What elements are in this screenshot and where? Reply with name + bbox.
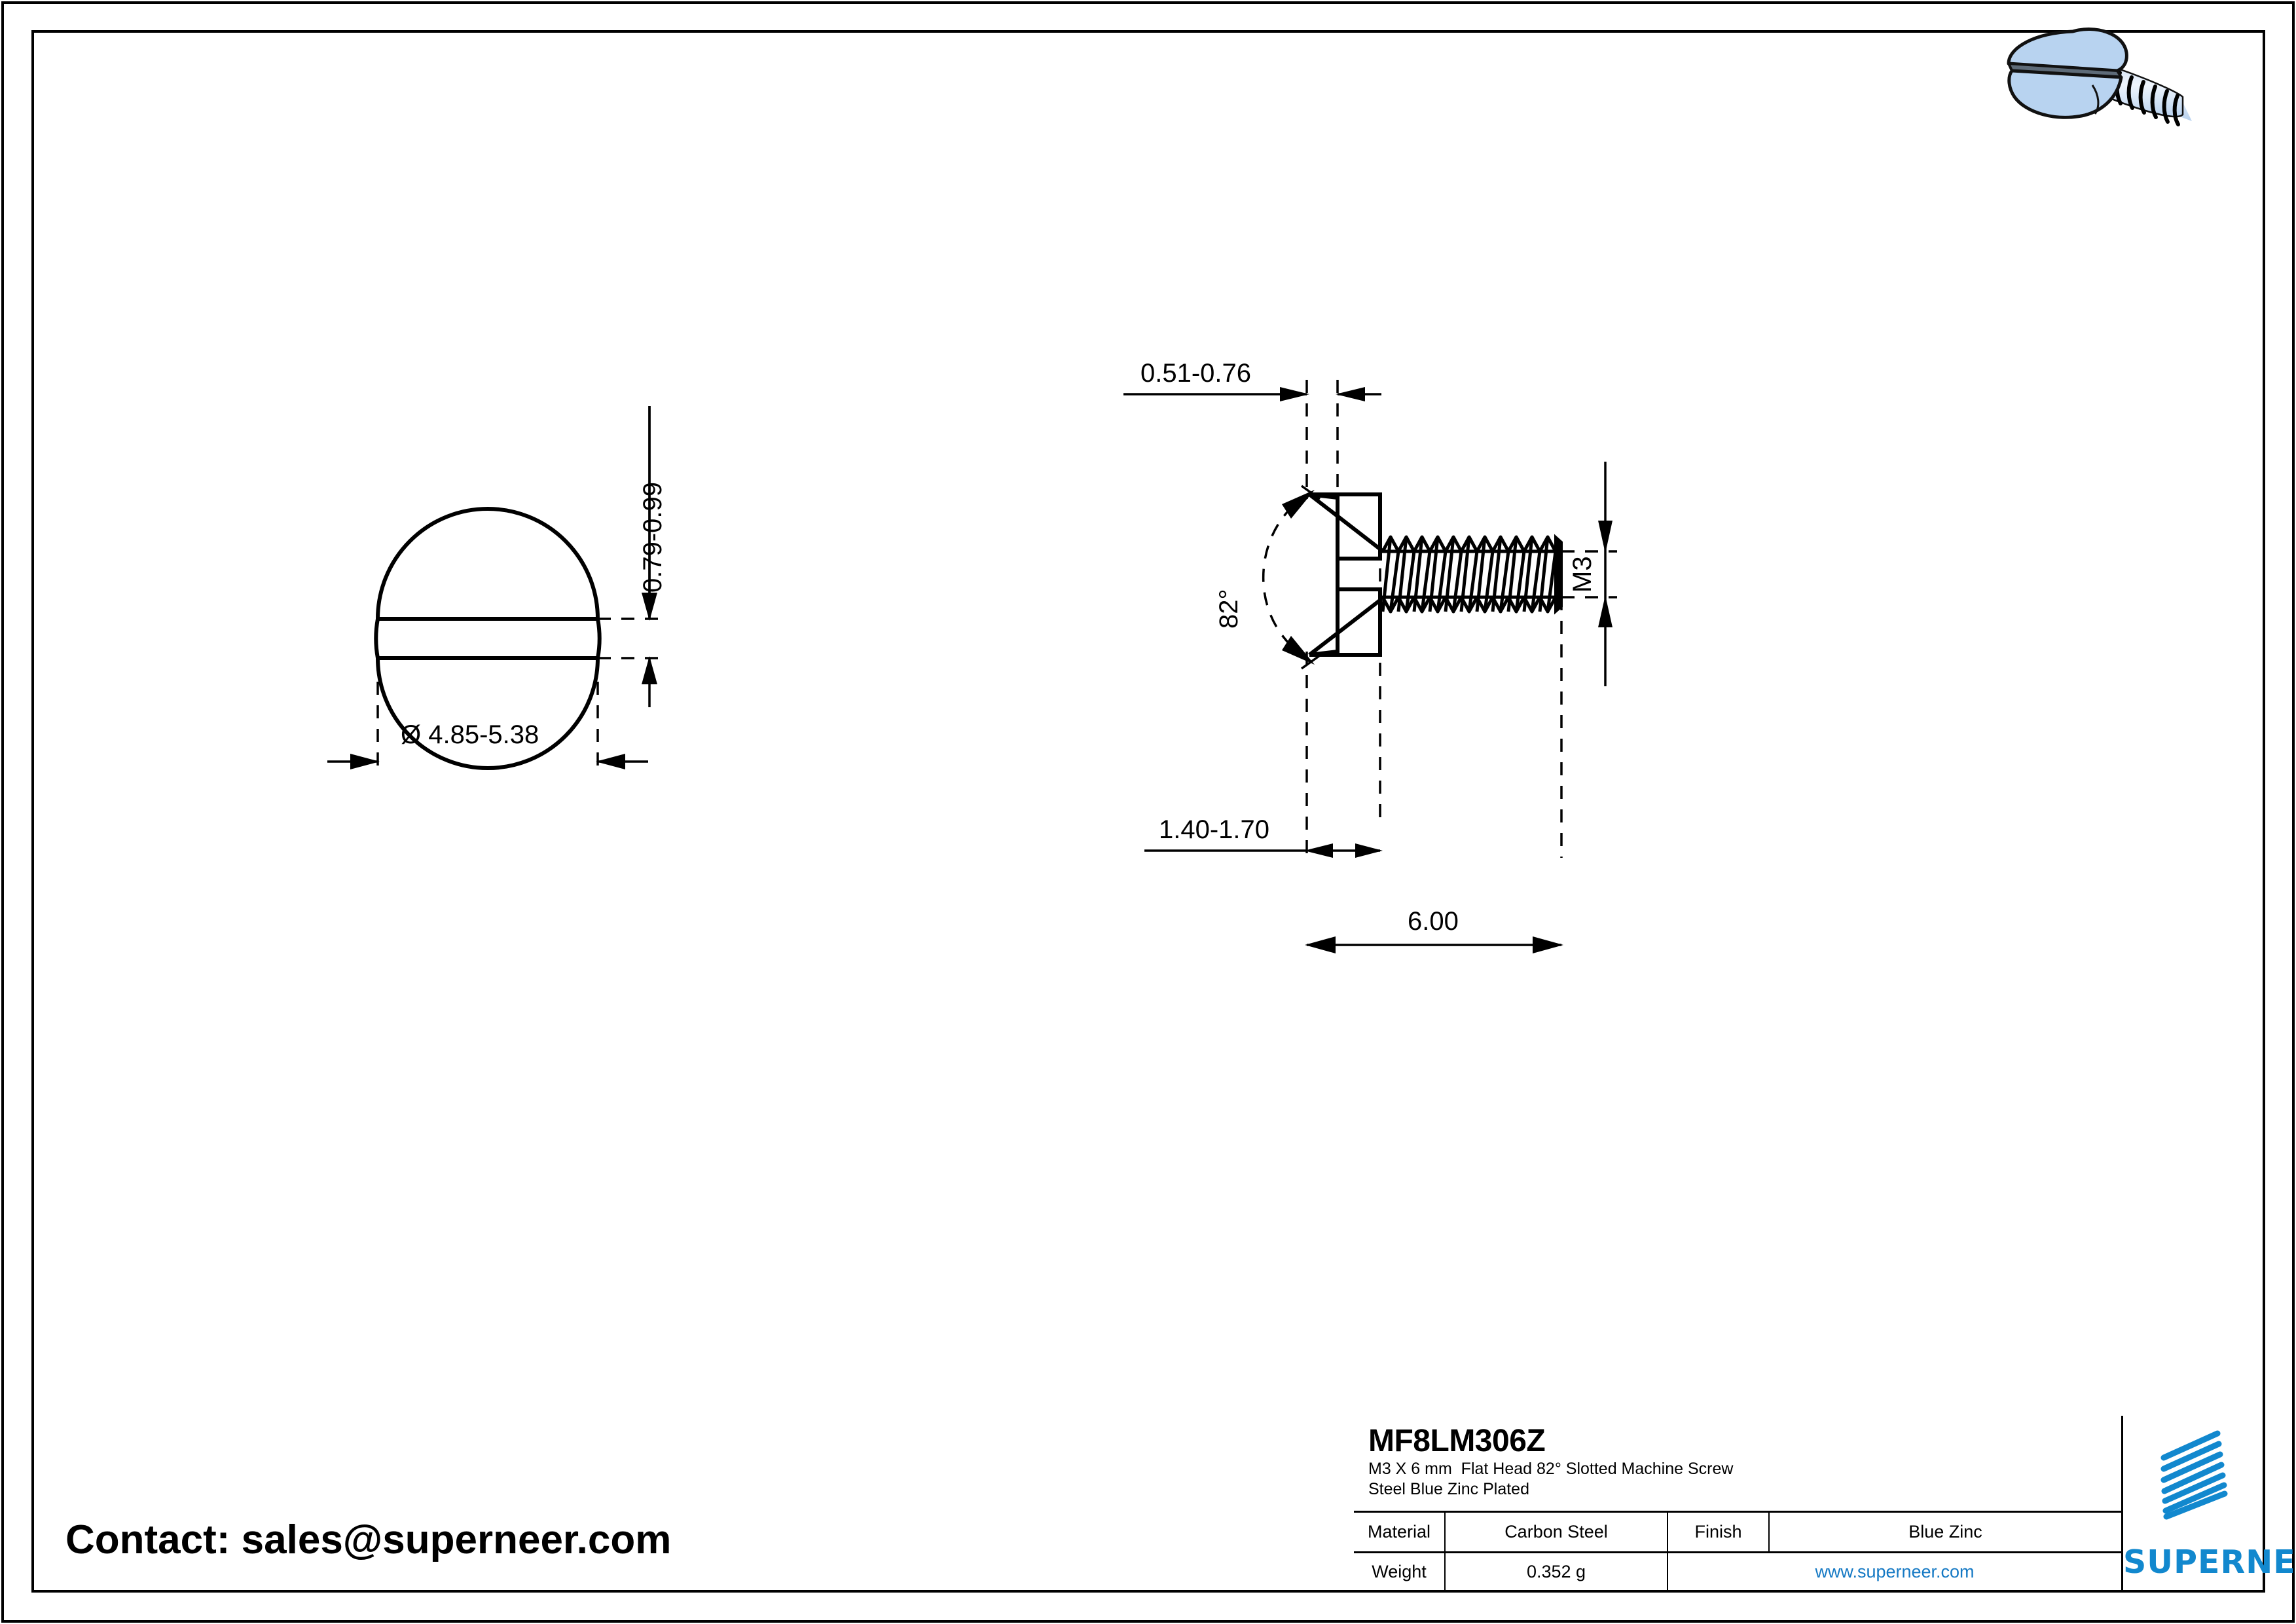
title-block-brand: SUPERNEER xyxy=(2123,1416,2296,1591)
brand-wordmark: SUPERNEER xyxy=(2123,1543,2296,1581)
dim-head-height xyxy=(1123,387,1381,401)
website-link[interactable]: www.superneer.com xyxy=(1815,1562,1975,1582)
dim-label-head-height: 0.51-0.76 xyxy=(1140,359,1252,388)
dim-slot-depth xyxy=(1144,843,1383,858)
countersink-lower-edge xyxy=(1308,597,1383,657)
side-view-extension-lines xyxy=(1305,380,1617,858)
title-block-description: MF8LM306Z M3 X 6 mm Flat Head 82° Slotte… xyxy=(1354,1416,2121,1513)
material-value: Carbon Steel xyxy=(1446,1513,1668,1551)
dim-head-diameter xyxy=(327,754,648,769)
dim-label-overall-length: 6.00 xyxy=(1408,907,1459,936)
side-section-view xyxy=(1123,380,1617,953)
part-number: MF8LM306Z xyxy=(1368,1424,1546,1458)
dim-overall-length xyxy=(1305,936,1563,953)
screw-head-3d xyxy=(2007,28,2128,119)
head-end-view xyxy=(327,406,668,773)
slot-right-arc xyxy=(596,618,602,659)
description-line-1: M3 X 6 mm Flat Head 82° Slotted Machine … xyxy=(1368,1460,1734,1478)
dim-label-head-diameter: Ø 4.85-5.38 xyxy=(401,720,539,749)
dim-label-slot-width: 0.79-0.99 xyxy=(638,481,667,593)
material-row: Material Carbon Steel Finish Blue Zinc xyxy=(1354,1513,2121,1553)
weight-label: Weight xyxy=(1354,1553,1446,1591)
contact-email-text: Contact: sales@superneer.com xyxy=(65,1517,672,1562)
dim-label-countersink-angle: 82° xyxy=(1214,589,1243,629)
dim-label-thread-size: M3 xyxy=(1568,556,1597,593)
head-circle-upper xyxy=(376,507,600,621)
slot-left-arc xyxy=(374,618,380,659)
dim-slot-width xyxy=(642,406,657,707)
finish-label: Finish xyxy=(1668,1513,1770,1551)
finish-value: Blue Zinc xyxy=(1908,1521,1982,1541)
threaded-shank xyxy=(1381,534,1563,615)
countersink-upper-edge xyxy=(1308,492,1383,552)
weight-value: 0.352 g xyxy=(1446,1553,1668,1591)
drawing-frame xyxy=(31,30,2265,1593)
thread-flanks xyxy=(1381,536,1558,612)
dim-label-slot-depth: 1.40-1.70 xyxy=(1159,815,1270,844)
dim-countersink-angle xyxy=(1262,485,1321,670)
description-line-2: Steel Blue Zinc Plated xyxy=(1368,1480,1529,1498)
head-circle-lower xyxy=(376,656,600,770)
superneer-logo-icon xyxy=(2160,1430,2227,1520)
title-block-left: MF8LM306Z M3 X 6 mm Flat Head 82° Slotte… xyxy=(1354,1416,2123,1591)
material-label: Material xyxy=(1354,1513,1446,1551)
head-view-extension-lines xyxy=(376,618,668,773)
isometric-screw-illustration xyxy=(2007,28,2192,126)
weight-row: Weight 0.352 g www.superneer.com xyxy=(1354,1553,2121,1591)
dim-thread-size xyxy=(1598,462,1613,686)
title-block: MF8LM306Z M3 X 6 mm Flat Head 82° Slotte… xyxy=(1354,1416,2296,1591)
